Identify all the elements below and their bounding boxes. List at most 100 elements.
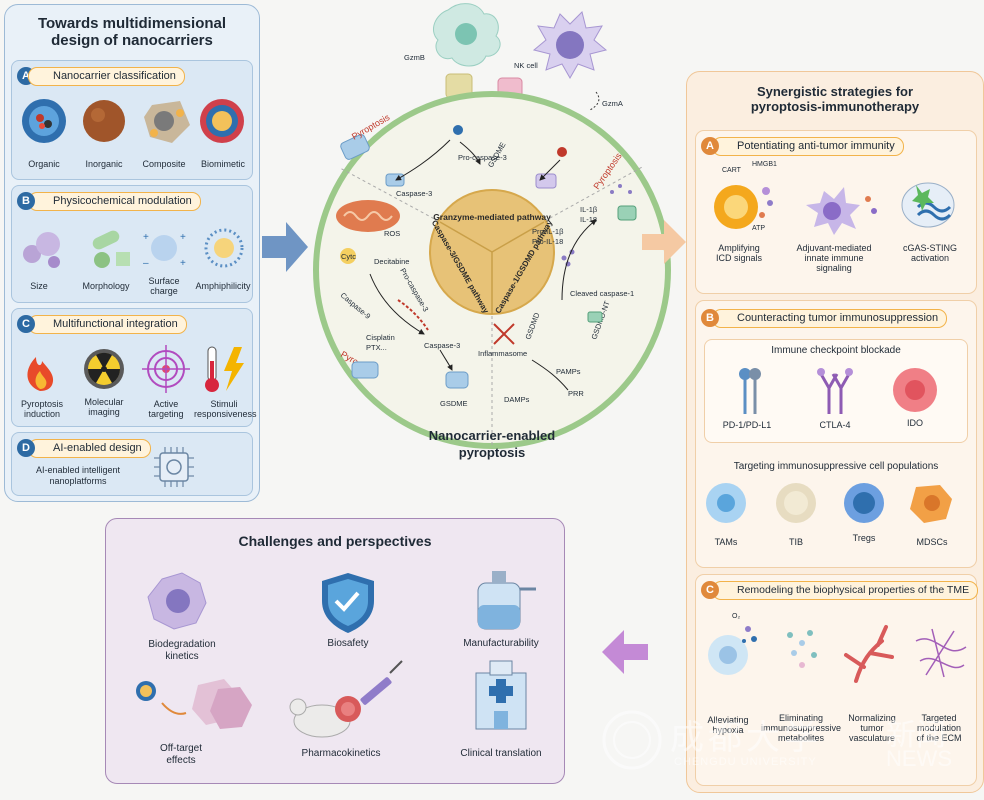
right-section-a-title: Potentiating anti-tumor immunity bbox=[712, 137, 904, 156]
vasculature-label: Normalizing tumor vasculature bbox=[848, 713, 896, 743]
inflammasome-label: Inflammasome bbox=[478, 349, 527, 358]
bottom-panel: Challenges and perspectives Biodegradati… bbox=[105, 518, 565, 784]
atp-tag: ATP bbox=[752, 225, 766, 232]
ecm-icon bbox=[915, 628, 967, 678]
challenges-icons bbox=[136, 571, 536, 738]
section-b-badge: B bbox=[17, 192, 35, 210]
bottom-panel-title: Challenges and perspectives bbox=[238, 533, 432, 549]
caspase3-mid-label: Caspase-3 bbox=[424, 341, 460, 350]
svg-text:+: + bbox=[180, 232, 186, 243]
inorganic-nanocarrier-icon bbox=[83, 100, 125, 142]
arrow-right-to-bottom bbox=[602, 630, 648, 674]
gzmb-label: GzmB bbox=[404, 53, 425, 62]
section-c-box: Multifunctional integration C Pyroptosis… bbox=[11, 308, 257, 427]
molecular-imaging-label: Molecular imaging bbox=[84, 397, 124, 417]
biodegradation-cell-icon bbox=[147, 572, 207, 630]
pharmacokinetics-label: Pharmacokinetics bbox=[301, 748, 381, 759]
hypoxia-cell-icon bbox=[708, 626, 757, 675]
ros-label: ROS bbox=[384, 229, 400, 238]
off-target-icon bbox=[136, 679, 252, 729]
biosafety-label: Biosafety bbox=[327, 638, 369, 649]
ptx-label: PTX... bbox=[366, 343, 387, 352]
watermark-en: CHENGDU UNIVERSITY bbox=[674, 756, 817, 768]
t-cell-icon bbox=[433, 3, 501, 67]
shield-icon bbox=[322, 573, 374, 633]
ido-label: IDO bbox=[906, 418, 923, 428]
ctla4-label: CTLA-4 bbox=[819, 420, 851, 430]
section-a-title: Nanocarrier classification bbox=[28, 67, 185, 86]
center-caption-line2: pyroptosis bbox=[459, 445, 525, 460]
hypoxia-label: Alleviating hypoxia bbox=[707, 715, 749, 735]
pamps-label: PAMPs bbox=[556, 367, 581, 376]
vasculature-icon bbox=[844, 625, 894, 683]
university-seal-icon bbox=[602, 710, 662, 770]
composite-label: Composite bbox=[142, 159, 186, 169]
flame-icon bbox=[27, 357, 54, 391]
mouse-icon bbox=[289, 696, 361, 738]
tib-label: TIB bbox=[788, 537, 803, 547]
pyroptosis-diagram: GzmB NK cell GzmA Pyroptosis Granzyme-me… bbox=[313, 3, 671, 460]
right-section-c-badge: C bbox=[701, 581, 719, 599]
gzma-label: GzmA bbox=[602, 99, 623, 108]
svg-text:–: – bbox=[143, 258, 149, 269]
tam-cell-icon bbox=[706, 483, 746, 523]
right-section-a: Potentiating anti-tumor immunity A CART … bbox=[695, 130, 977, 294]
off-target-label: Off-target effects bbox=[159, 743, 203, 766]
icd-cell-icon bbox=[714, 185, 773, 229]
amphiphilicity-label: Amphiphilicity bbox=[195, 281, 251, 291]
radiation-icon bbox=[84, 349, 124, 389]
right-panel: Synergistic strategies for pyroptosis-im… bbox=[686, 71, 984, 793]
granzyme-pathway-label: Granzyme-mediated pathway bbox=[433, 212, 551, 222]
cart-tag: CART bbox=[722, 167, 741, 174]
composite-nanocarrier-icon bbox=[144, 101, 190, 143]
cgas-sting-label: cGAS-STING activation bbox=[902, 243, 957, 263]
thermometer-icon bbox=[205, 346, 219, 392]
il1b-label: IL-1β bbox=[580, 205, 598, 214]
decitabine-label: Decitabine bbox=[374, 257, 409, 266]
hmgb1-tag: HMGB1 bbox=[752, 161, 777, 168]
watermark: 成都大学 新闻 CHENGDU UNIVERSITY NEWS bbox=[600, 702, 980, 798]
section-d-box: AI-enabled design D AI-enabled intellige… bbox=[11, 432, 253, 496]
mdsc-cell-icon bbox=[910, 485, 952, 523]
multifunctional-icons bbox=[27, 345, 244, 393]
membrane-pores-top bbox=[340, 134, 557, 189]
arrow-center-to-right bbox=[642, 220, 686, 264]
pd1-receptor-icon bbox=[739, 368, 761, 414]
tregs-label: Tregs bbox=[852, 533, 876, 543]
checkpoint-icons bbox=[739, 368, 937, 414]
right-panel-title: Synergistic strategies for pyroptosis-im… bbox=[687, 84, 983, 114]
nk-cell-icon bbox=[532, 11, 608, 80]
surface-charge-icon: ++–+ bbox=[143, 232, 186, 269]
metabolites-label: Eliminating immunosuppressive metabolite… bbox=[760, 713, 842, 743]
cisplatin-label: Cisplatin bbox=[366, 333, 395, 342]
hospital-icon bbox=[475, 660, 527, 730]
section-b-title: Physicochemical modulation bbox=[28, 192, 201, 211]
right-title-line1: Synergistic strategies for bbox=[756, 84, 914, 99]
tams-label: TAMs bbox=[714, 537, 738, 547]
immunity-icons bbox=[714, 182, 955, 235]
lightning-icon bbox=[224, 347, 244, 391]
biomimetic-nanocarrier-icon bbox=[200, 99, 244, 143]
pyroptosis-induction-label: Pyroptosis induction bbox=[20, 399, 64, 419]
section-a-box: A Nanocarrier classification Organic Ino… bbox=[11, 60, 253, 180]
morphology-icon bbox=[92, 230, 130, 268]
right-section-b-badge: B bbox=[701, 309, 719, 327]
mitochondrion-icon bbox=[336, 200, 400, 232]
active-targeting-label: Active targeting bbox=[148, 399, 184, 419]
biodegradation-label: Biodegradation kinetics bbox=[148, 639, 216, 662]
left-title-line1: Towards multidimensional bbox=[37, 15, 227, 32]
checkpoint-title: Immune checkpoint blockade bbox=[771, 345, 901, 356]
ai-chip-icon bbox=[154, 447, 194, 487]
syringe-icon bbox=[360, 660, 403, 705]
tme-icons bbox=[708, 625, 967, 683]
treg-cell-icon bbox=[844, 483, 884, 523]
gsdme-bottom-label: GSDME bbox=[440, 399, 468, 408]
amphiphilicity-icon bbox=[204, 228, 244, 268]
amplifying-icd-label: Amplifying ICD signals bbox=[715, 243, 762, 263]
sting-organelle-icon bbox=[901, 182, 955, 228]
cytc-label: Cytc bbox=[341, 252, 356, 261]
morphology-label: Morphology bbox=[82, 281, 130, 291]
adjuvant-cell-icon bbox=[806, 187, 877, 235]
physicochemical-icons: ++–+ bbox=[23, 228, 244, 269]
ido-cell-icon bbox=[893, 368, 937, 412]
